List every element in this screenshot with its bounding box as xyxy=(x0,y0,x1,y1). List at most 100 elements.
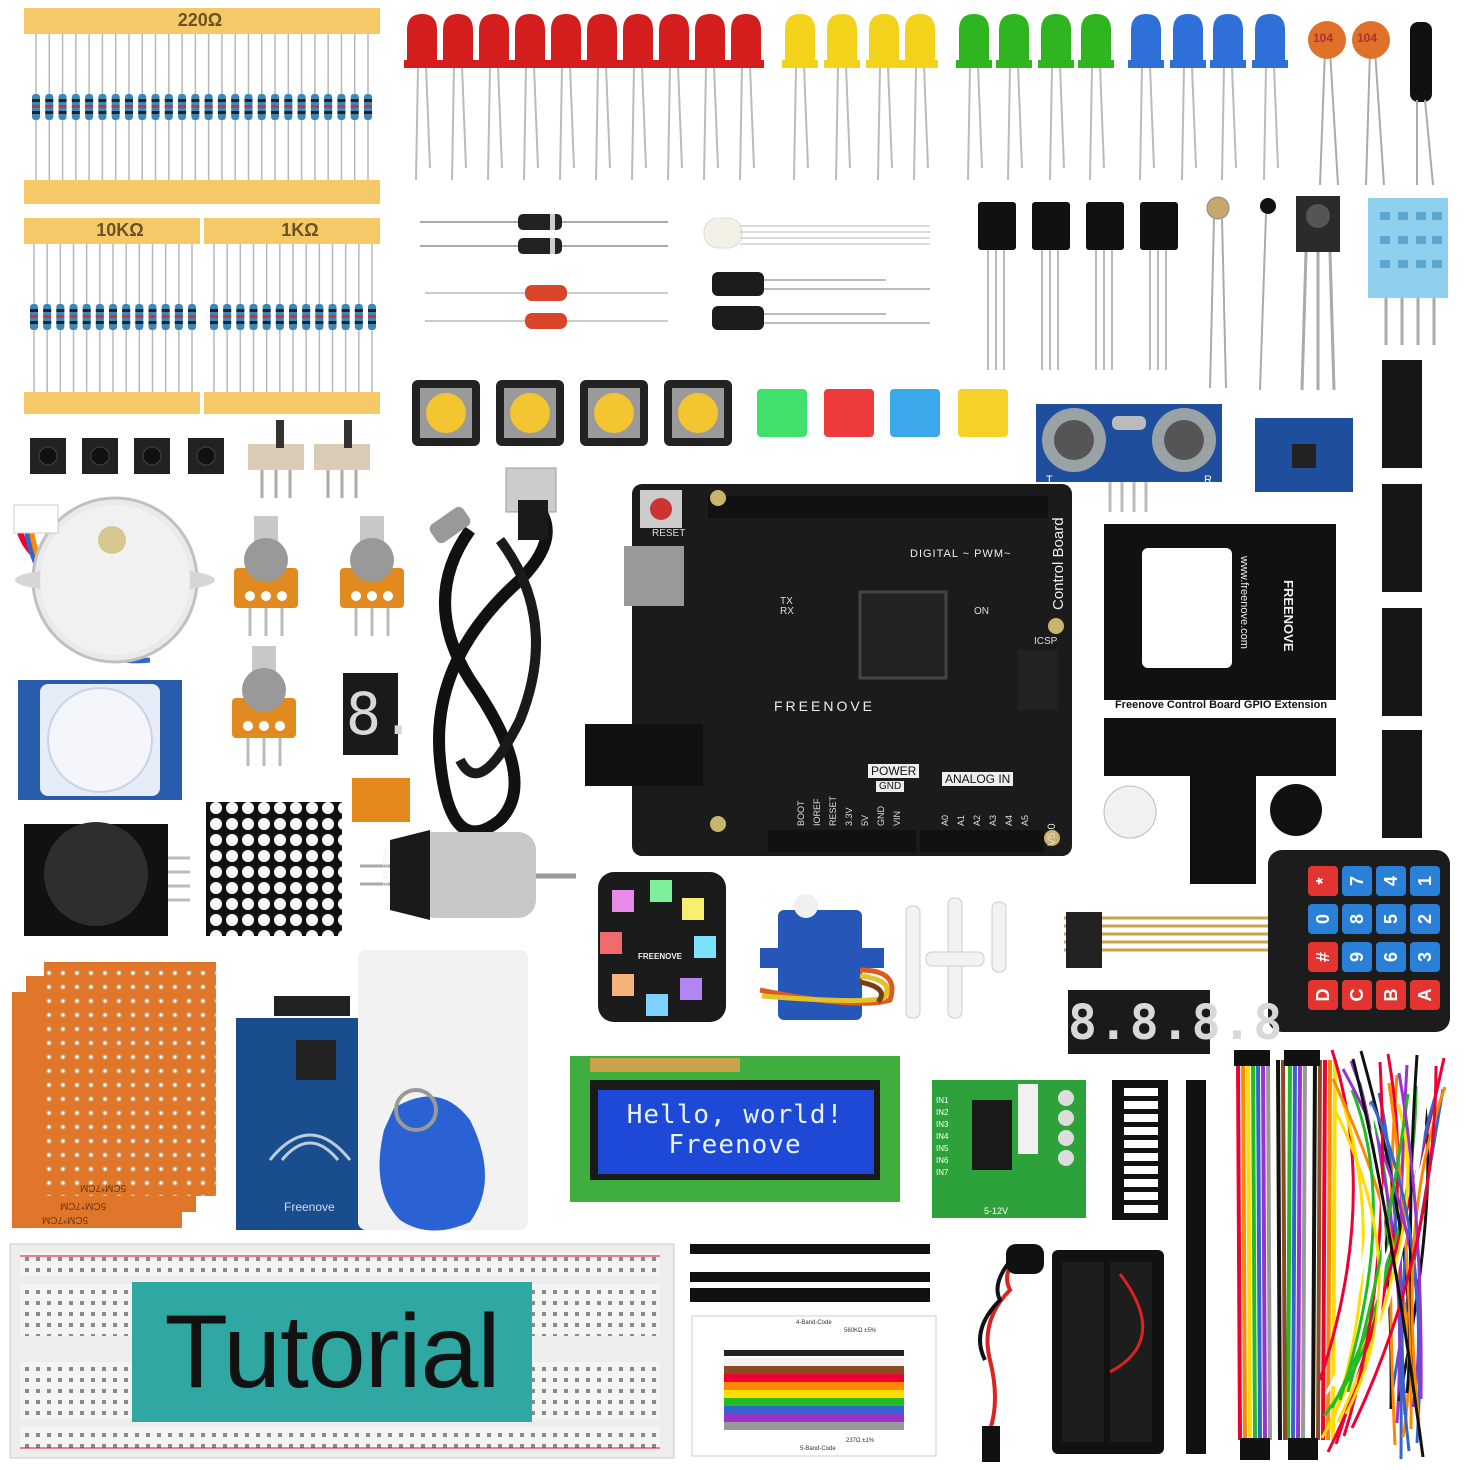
potentiometers xyxy=(232,516,404,766)
seven-segment-four-digits: 8.8.8.8 xyxy=(1068,995,1285,1051)
keypad-key-B[interactable]: B xyxy=(1376,980,1406,1010)
tutorial-banner: Tutorial xyxy=(132,1282,532,1422)
resistor-label-10k: 10KΩ xyxy=(96,220,144,240)
board-power-label: POWER xyxy=(868,764,920,778)
lcd-1602 xyxy=(570,1056,900,1202)
diodes xyxy=(420,214,668,329)
rfid-reader xyxy=(236,996,378,1230)
servo-motor xyxy=(759,894,895,1020)
photoresistor xyxy=(1206,196,1230,389)
keypad-key-1[interactable]: 1 xyxy=(1410,866,1440,896)
usb-cable xyxy=(429,467,557,838)
board-name: Control Board xyxy=(1050,517,1067,610)
ultrasonic-r-label: R xyxy=(1204,474,1212,486)
keypad-key-0[interactable]: 0 xyxy=(1308,904,1338,934)
ceramic-capacitors xyxy=(1308,21,1390,186)
board-rx-label: RX xyxy=(780,606,794,617)
chart-4band-title: 4-Band-Code xyxy=(796,1320,832,1326)
relay xyxy=(352,778,410,822)
lcd-line-2: Freenove xyxy=(668,1130,802,1160)
power-pin-33v: 3.3V xyxy=(844,807,854,826)
analog-pin-a4: A4 xyxy=(1004,814,1014,826)
thermistor xyxy=(1259,198,1276,391)
transistors xyxy=(978,202,1178,370)
resistor-color-chart xyxy=(691,1315,937,1457)
joystick-module xyxy=(24,822,190,936)
analog-pin-a0: A0 xyxy=(940,814,950,826)
keypad-key-*[interactable]: * xyxy=(1308,866,1338,896)
keypad-key-C[interactable]: C xyxy=(1342,980,1372,1010)
led-row xyxy=(404,14,1288,181)
seven-segment-four-digit-body xyxy=(1068,990,1210,1054)
rgb-led-module xyxy=(598,872,726,1022)
ultrasonic-sensor xyxy=(1036,404,1222,512)
ultrasonic-t-label: T xyxy=(1046,474,1053,486)
tilt-switch xyxy=(1410,22,1434,186)
battery-snap xyxy=(978,1244,1044,1462)
motor-input-in7: IN7 xyxy=(936,1168,949,1177)
motor-input-in2: IN2 xyxy=(936,1108,949,1117)
board-tx-label: TX xyxy=(780,596,793,607)
keypad-key-9[interactable]: 9 xyxy=(1342,942,1372,972)
dupont-wires xyxy=(1234,1050,1337,1460)
led-module-label: FREENOVE xyxy=(638,952,683,961)
capacitor-code-1: 104 xyxy=(1313,31,1334,45)
keypad-key-3[interactable]: 3 xyxy=(1410,942,1440,972)
analog-pin-a5: A5 xyxy=(1020,814,1030,826)
chart-5band-value: 237Ω ±1% xyxy=(846,1438,875,1444)
power-pin-boot: BOOT xyxy=(796,800,806,826)
prototype-boards xyxy=(12,962,216,1228)
power-pin-gnd: GND xyxy=(876,806,886,826)
rfid-tag xyxy=(379,1088,485,1231)
keypad-key-6[interactable]: 6 xyxy=(1376,942,1406,972)
keypad-key-4[interactable]: 4 xyxy=(1376,866,1406,896)
analog-pin-a3: A3 xyxy=(988,814,998,826)
dc-motor-label: FREENOVE xyxy=(381,848,388,887)
gpio-extension-board xyxy=(1104,524,1336,884)
motor-input-in4: IN4 xyxy=(936,1132,949,1141)
keypad-key-8[interactable]: 8 xyxy=(1342,904,1372,934)
keypad-key-5[interactable]: 5 xyxy=(1376,904,1406,934)
control-board xyxy=(585,484,1072,856)
dht11-sensor xyxy=(1368,198,1448,345)
tactile-buttons-small xyxy=(30,438,224,474)
board-version: V5.0 xyxy=(1046,823,1058,846)
keypad-key-7[interactable]: 7 xyxy=(1342,866,1372,896)
power-pin-vin: VIN xyxy=(892,810,902,826)
resistor-strip-10k xyxy=(24,218,200,414)
resistor-label-220: 220Ω xyxy=(177,10,223,30)
lcd-line-1: Hello, world! xyxy=(626,1100,844,1130)
board-on-label: ON xyxy=(974,606,989,617)
capacitor-code-2: 104 xyxy=(1357,31,1378,45)
chart-5band-title: 5-Band-Code xyxy=(800,1446,836,1452)
rfid-label: Freenove xyxy=(284,1200,335,1214)
motor-driver-voltage: 5-12V xyxy=(984,1206,1009,1216)
rgb-led xyxy=(703,217,930,249)
seven-segment-single-digit: 8. xyxy=(346,680,416,748)
servo-horns xyxy=(905,897,1007,1019)
keypad-key-D[interactable]: D xyxy=(1308,980,1338,1010)
motor-input-in6: IN6 xyxy=(936,1156,949,1165)
board-icsp-label: ICSP xyxy=(1034,636,1058,647)
motor-input-in3: IN3 xyxy=(936,1120,949,1129)
mpu-module xyxy=(1255,418,1353,492)
keypad-key-A[interactable]: A xyxy=(1410,980,1440,1010)
keypad-key-2[interactable]: 2 xyxy=(1410,904,1440,934)
chart-4band-value: 560KΩ ±5% xyxy=(844,1328,877,1334)
buzzers xyxy=(1103,784,1322,839)
resistor-strip-1k xyxy=(204,218,380,414)
extension-url: www.freenove.com xyxy=(1238,556,1250,649)
board-reset-label: RESET xyxy=(652,528,686,539)
analog-pin-a1: A1 xyxy=(956,814,966,826)
pir-sensor xyxy=(18,680,182,800)
ir-receiver xyxy=(1296,196,1340,391)
button-caps xyxy=(757,389,1008,437)
seven-segment-single xyxy=(343,673,398,755)
ic-chips xyxy=(1382,360,1422,838)
board-gnd-label: GND xyxy=(876,781,905,792)
power-pin-ioref: IOREF xyxy=(812,798,822,826)
keypad-key-#[interactable]: # xyxy=(1308,942,1338,972)
slide-switches xyxy=(248,420,370,498)
board-brand: FREENOVE xyxy=(774,698,876,714)
